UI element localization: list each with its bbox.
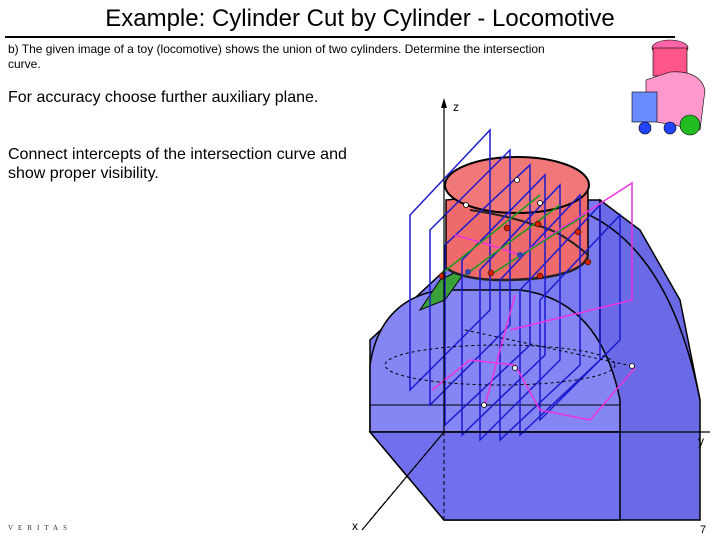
title-underline	[5, 36, 675, 38]
problem-statement: b) The given image of a toy (locomotive)…	[8, 42, 545, 71]
auxiliary-planes	[409, 128, 621, 442]
pink-construction-lines	[431, 181, 636, 421]
auxiliary-points	[463, 177, 635, 408]
large-cylinder-body	[368, 198, 701, 521]
y-axis-label: y	[698, 434, 704, 448]
locomotive-toy-image	[631, 39, 706, 136]
instruction-auxiliary-plane: For accuracy choose further auxiliary pl…	[8, 89, 319, 106]
veritas-logo: VERITAS	[8, 524, 72, 532]
green-construction-lines	[439, 194, 586, 276]
hidden-construction-lines	[384, 329, 633, 386]
slide-title: Example: Cylinder Cut by Cylinder - Loco…	[105, 5, 615, 32]
instruction-connect-intercepts: Connect intercepts of the intersection c…	[8, 146, 347, 182]
z-axis-label: z	[453, 100, 459, 114]
page-number: 7	[700, 524, 707, 536]
blue-points	[465, 252, 523, 275]
x-axis-label: x	[352, 519, 358, 533]
coordinate-axes	[361, 98, 710, 531]
